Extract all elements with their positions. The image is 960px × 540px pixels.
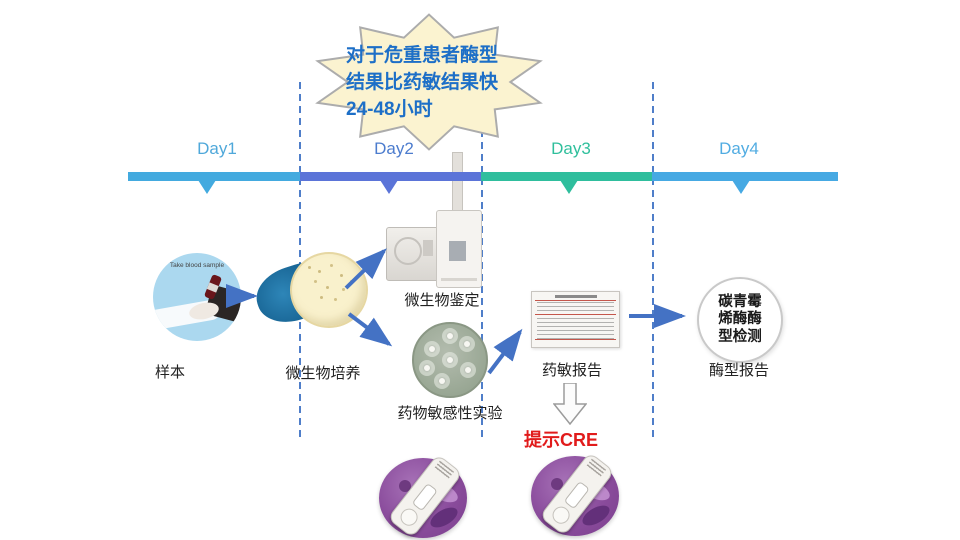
culture-illustration (249, 250, 368, 336)
timeline-bar-segment-day3 (481, 172, 652, 181)
carba-test-cassette-icon (371, 450, 477, 540)
badge-line-2: 结果比药敏结果快 (346, 72, 499, 93)
bacteria-blob (399, 480, 411, 492)
day-divider-line (481, 82, 483, 440)
enzyme-circle-line-1: 碳青霉 (718, 294, 762, 311)
ast-report-label: 药敏报告 (541, 362, 602, 379)
report-text-lines (537, 302, 614, 342)
identification-instrument-left-icon (386, 227, 442, 281)
report-title-bar (554, 295, 597, 298)
cassette-result-window (411, 482, 438, 512)
day1-label: Day1 (197, 139, 237, 158)
antibiotic-disc (442, 328, 458, 344)
day1-marker-triangle (198, 180, 216, 194)
identification-instrument-right-icon (436, 210, 482, 288)
enzyme-test-circle: 碳青霉 烯酶酶 型检测 (697, 277, 783, 363)
down-arrow-shape (553, 383, 587, 425)
antibiotic-disc (459, 336, 475, 352)
burst-polygon (315, 13, 543, 151)
antibiotic-disc (419, 360, 435, 376)
enzyme-report-label: 酶型报告 (708, 362, 769, 379)
day2-marker-triangle (380, 180, 398, 194)
identification-label: 微生物鉴定 (404, 292, 480, 309)
ast-plate-icon (412, 322, 488, 398)
antibiotic-disc (434, 373, 450, 389)
blood-sample-caption: Take blood sample (169, 262, 225, 269)
petri-dish-icon (290, 252, 368, 328)
burst-shape-icon (315, 13, 543, 151)
day-divider-line (299, 82, 301, 440)
susceptibility-label: 药物敏感性实验 (397, 405, 503, 422)
carba-test-cassette-icon (523, 448, 629, 540)
cre-alert-text: 提示CRE (523, 430, 598, 450)
cassette-label-area (434, 460, 455, 479)
day4-marker-triangle (732, 180, 750, 194)
culture-label: 微生物培养 (285, 365, 361, 382)
badge-line-3: 24-48小时 (346, 99, 433, 120)
burst-badge: 对于危重患者酶型 结果比药敏结果快 24-48小时 (310, 12, 548, 152)
down-arrow-icon (553, 383, 587, 425)
report-red-line (535, 300, 616, 301)
cassette-result-window (563, 480, 590, 510)
timeline-bar-segment-day4 (652, 172, 838, 181)
ast-report-icon (531, 291, 620, 348)
timeline-bar-segment-day2 (300, 172, 481, 181)
antibiotic-disc (442, 352, 458, 368)
cassette-sample-well (549, 503, 574, 528)
report-red-line (535, 314, 616, 315)
bacteria-blob (551, 478, 563, 490)
blood-sample-illustration: Take blood sample (153, 253, 241, 341)
cassette-sample-well (397, 505, 422, 530)
enzyme-circle-line-3: 型检测 (718, 328, 762, 345)
antibiotic-disc (424, 341, 440, 357)
enzyme-circle-line-2: 烯酶酶 (718, 311, 762, 328)
report-red-line (535, 339, 616, 340)
day2-label: Day2 (374, 139, 414, 158)
badge-text: 对于危重患者酶型 结果比药敏结果快 24-48小时 (346, 42, 498, 123)
day3-marker-triangle (560, 180, 578, 194)
day-divider-line (652, 82, 654, 440)
day4-label: Day4 (719, 139, 759, 158)
sample-label: 样本 (154, 364, 185, 381)
timeline-bar-segment-day1 (128, 172, 300, 181)
antibiotic-disc (460, 362, 476, 378)
day3-label: Day3 (551, 139, 591, 158)
badge-line-1: 对于危重患者酶型 (346, 45, 499, 66)
cassette-label-area (586, 458, 607, 477)
